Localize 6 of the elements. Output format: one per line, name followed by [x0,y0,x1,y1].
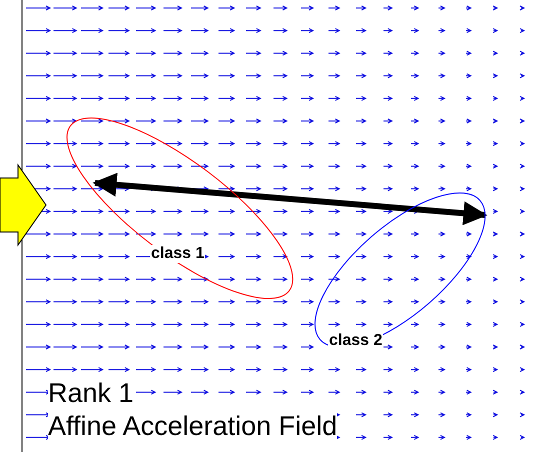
ellipse-outline [67,118,293,298]
class-label: class 1 [150,244,206,263]
class-label: class 2 [328,332,384,350]
double-arrow [92,172,488,226]
ellipse-outline [314,192,486,348]
field-title: Affine Acceleration Field [48,411,338,441]
